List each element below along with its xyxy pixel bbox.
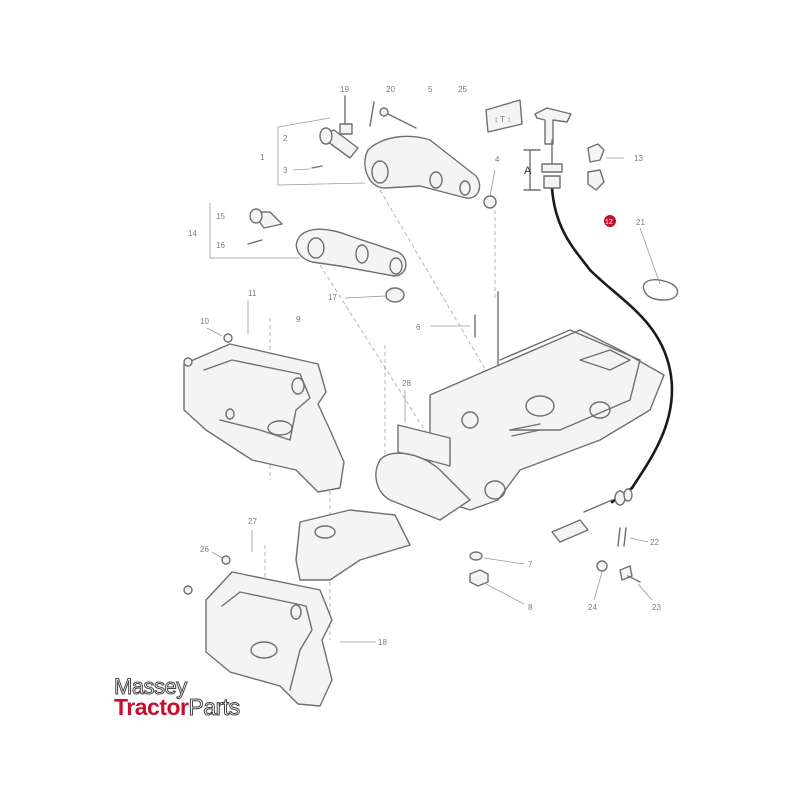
upper-link-assembly xyxy=(277,95,497,209)
dimension-a-label: A xyxy=(524,165,532,177)
callout-10[interactable]: 10 xyxy=(200,317,209,326)
callout-12[interactable]: 12 xyxy=(605,219,613,226)
callout-7[interactable]: 7 xyxy=(528,560,533,569)
callout-17[interactable]: 17 xyxy=(328,293,337,302)
callout-8[interactable]: 8 xyxy=(528,603,533,612)
callout-labels: 1 2 3 4 5 6 7 8 9 10 11 12 13 14 15 16 1… xyxy=(188,85,661,647)
small-hardware xyxy=(469,527,653,605)
lower-link-assembly xyxy=(209,203,407,303)
callout-19[interactable]: 19 xyxy=(340,85,349,94)
callout-14[interactable]: 14 xyxy=(188,229,197,238)
callout-4[interactable]: 4 xyxy=(495,155,500,164)
logo-tractor: Tractor xyxy=(114,694,189,720)
callout-16[interactable]: 16 xyxy=(216,241,225,250)
callout-1[interactable]: 1 xyxy=(260,153,265,162)
main-mechanism xyxy=(295,329,665,581)
callout-22[interactable]: 22 xyxy=(650,538,659,547)
callout-15[interactable]: 15 xyxy=(216,212,225,221)
control-cable: A ↕ T ↕ xyxy=(485,99,679,543)
bracket-18 xyxy=(183,530,376,707)
callout-18[interactable]: 18 xyxy=(378,638,387,647)
callout-3[interactable]: 3 xyxy=(283,166,288,175)
callout-26[interactable]: 26 xyxy=(200,545,209,554)
svg-text:↕ T ↕: ↕ T ↕ xyxy=(494,115,511,124)
callout-21[interactable]: 21 xyxy=(636,218,645,227)
callout-28[interactable]: 28 xyxy=(402,379,411,388)
callout-24[interactable]: 24 xyxy=(588,603,597,612)
callout-25[interactable]: 25 xyxy=(458,85,467,94)
callout-2[interactable]: 2 xyxy=(283,134,288,143)
callout-6[interactable]: 6 xyxy=(416,323,421,332)
callout-5[interactable]: 5 xyxy=(428,85,433,94)
callout-11[interactable]: 11 xyxy=(248,289,257,298)
logo-line-1: Massey xyxy=(114,674,188,699)
callout-20[interactable]: 20 xyxy=(386,85,395,94)
bracket-9 xyxy=(183,300,345,493)
callout-23[interactable]: 23 xyxy=(652,603,661,612)
callout-12-marker[interactable] xyxy=(604,215,616,227)
logo-line-2: TractorParts xyxy=(114,694,241,720)
callout-13[interactable]: 13 xyxy=(634,154,643,163)
callout-27[interactable]: 27 xyxy=(248,517,257,526)
callout-9[interactable]: 9 xyxy=(296,315,301,324)
brand-logo: Massey TractorParts xyxy=(114,674,241,720)
logo-parts: Parts xyxy=(188,694,241,720)
